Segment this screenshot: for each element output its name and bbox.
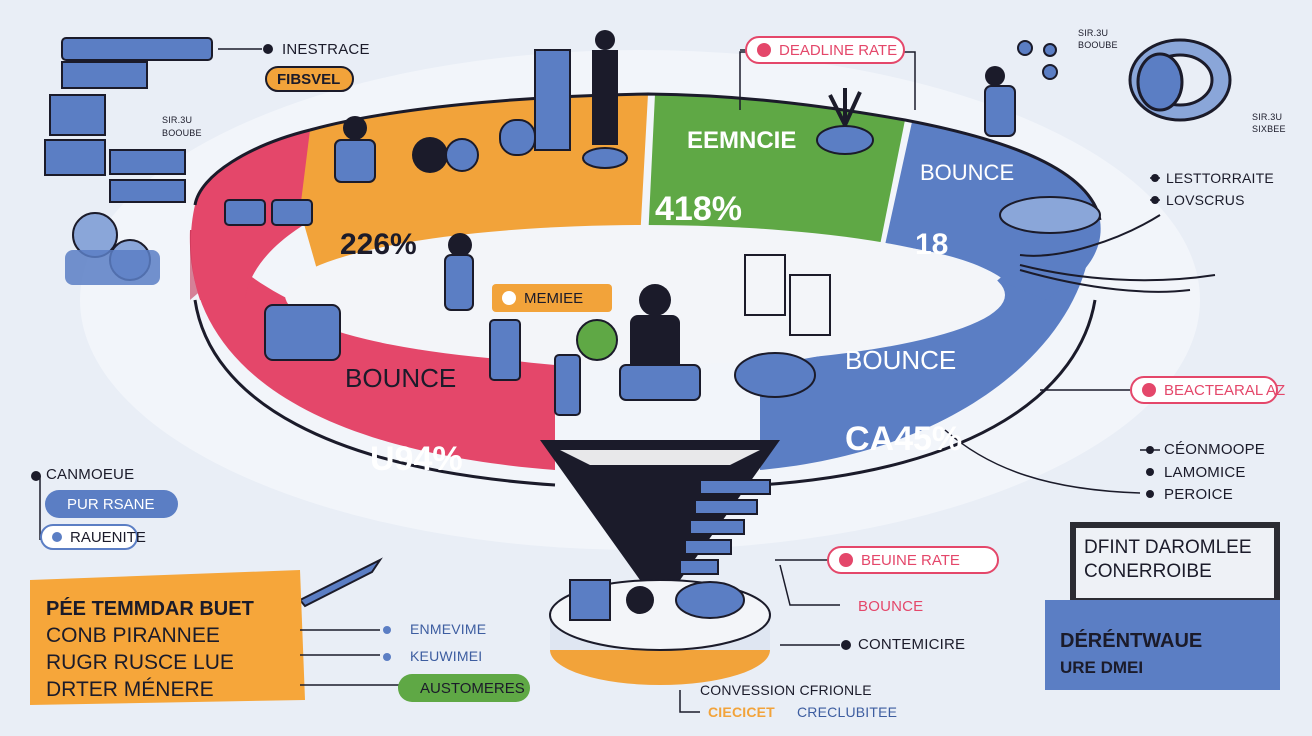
top-right-tiny-2: BOOUBE	[1078, 40, 1118, 50]
bottom-center-pill-dot	[839, 553, 853, 567]
top-left-pill[interactable]: FIBSVEL	[265, 66, 355, 92]
bottom-center-pill-label: BEUINE RATE	[861, 551, 960, 569]
left-side-pill-1-label: PUR RSANE	[67, 495, 155, 513]
right-front-title: BOUNCE	[845, 345, 957, 375]
deadline-pill-dot	[757, 43, 771, 57]
network-icon	[1017, 40, 1058, 80]
pen-icon	[298, 557, 383, 608]
top-right-label-2: LOVSCRUS	[1166, 192, 1245, 208]
top-left-cards	[44, 37, 213, 203]
right-side-pill[interactable]: BEACTEARAL AZ	[1130, 376, 1285, 404]
green-segment-value: 418%	[655, 190, 742, 228]
top-left-label: INESTRACE	[282, 41, 370, 58]
bottom-left-item-1: ENMEVIME	[410, 621, 487, 637]
left-side-pill-2-dot	[52, 532, 62, 542]
left-side-pill-1[interactable]: PUR RSANE	[45, 490, 178, 518]
funnel-steps	[679, 479, 771, 575]
deadline-pill-label: DEADLINE RATE	[779, 41, 898, 59]
rings-icon	[1128, 38, 1232, 122]
deadline-pill[interactable]: DEADLINE RATE	[745, 36, 905, 64]
bottom-left-item-2: KEUWIMEI	[410, 648, 483, 664]
bottom-center-pill[interactable]: BEUINE RATE	[827, 546, 999, 574]
bottom-left-item-3[interactable]: AUSTOMERES	[398, 674, 530, 702]
right-front-value: CA45%	[845, 420, 963, 458]
left-front-title: BOUNCE	[345, 363, 457, 393]
right-side-item-2: LAMOMICE	[1164, 464, 1246, 481]
bottom-left-line-3: RUGR RUSCE LUE	[46, 651, 234, 674]
bottom-center-caption-2b: CRECLUBITEE	[797, 704, 898, 720]
bottom-left-line-1: PÉE TEMMDAR BUET	[46, 598, 254, 620]
right-side-item-1: CÉONMOOPE	[1164, 441, 1265, 458]
right-side-pill-dot	[1142, 383, 1156, 397]
top-left-tiny-2: BOOUBE	[162, 128, 202, 138]
top-right-tiny-4: SIXBEE	[1252, 124, 1286, 134]
card-dark-line-1: DFINT DAROMLEE	[1084, 537, 1252, 558]
left-front-value: U94%	[370, 440, 463, 478]
funnel-cone	[540, 440, 780, 580]
card-dark-line-2: CONERROIBE	[1084, 561, 1212, 582]
left-side-label: CANMOEUE	[46, 466, 135, 483]
card-blue-line-2: URE DMEI	[1060, 658, 1144, 677]
orange-box	[30, 570, 305, 705]
card-blue	[1045, 600, 1280, 690]
top-left-tiny-1: SIR.3U	[162, 115, 193, 125]
blue-segment-value: 18	[915, 228, 949, 261]
right-side-pill-label: BEACTEARAL AZ	[1164, 381, 1286, 399]
bottom-left-item-3-label: AUSTOMERES	[420, 679, 525, 697]
bottom-center-caption-2a: CIECICET	[708, 704, 775, 720]
card-blue-line-1: DÉRÉNTWAUE	[1060, 630, 1203, 652]
orange-segment-value: 226%	[340, 228, 417, 261]
top-right-tiny-1: SIR.3U	[1078, 28, 1109, 38]
bottom-center-label-2: CONTEMICIRE	[858, 636, 966, 653]
center-pill[interactable]: MEMIEE	[492, 284, 612, 312]
left-side-pill-2[interactable]: RAUENITE	[40, 524, 146, 550]
bottom-center-caption-1: CONVESSION CFRIONLE	[700, 682, 872, 698]
top-right-tiny-3: SIR.3U	[1252, 112, 1283, 122]
blue-segment-title: BOUNCE	[920, 160, 1015, 185]
ring-front-pink	[189, 230, 555, 470]
center-badge	[576, 319, 618, 361]
right-side-item-3: PEROICE	[1164, 486, 1233, 503]
bottom-left-line-4: DRTER MÉNERE	[46, 678, 214, 701]
left-side-pill-2-label: RAUENITE	[70, 528, 146, 546]
bottom-left-line-2: CONB PIRANNEE	[46, 624, 220, 647]
center-pill-label: MEMIEE	[524, 289, 584, 307]
top-right-label-1: LESTTORRAITE	[1166, 170, 1274, 186]
green-segment-title: EEMNCIE	[687, 127, 797, 154]
center-pill-dot	[502, 291, 516, 305]
bottom-center-label-1: BOUNCE	[858, 598, 924, 615]
top-left-pill-label: FIBSVEL	[277, 70, 341, 88]
